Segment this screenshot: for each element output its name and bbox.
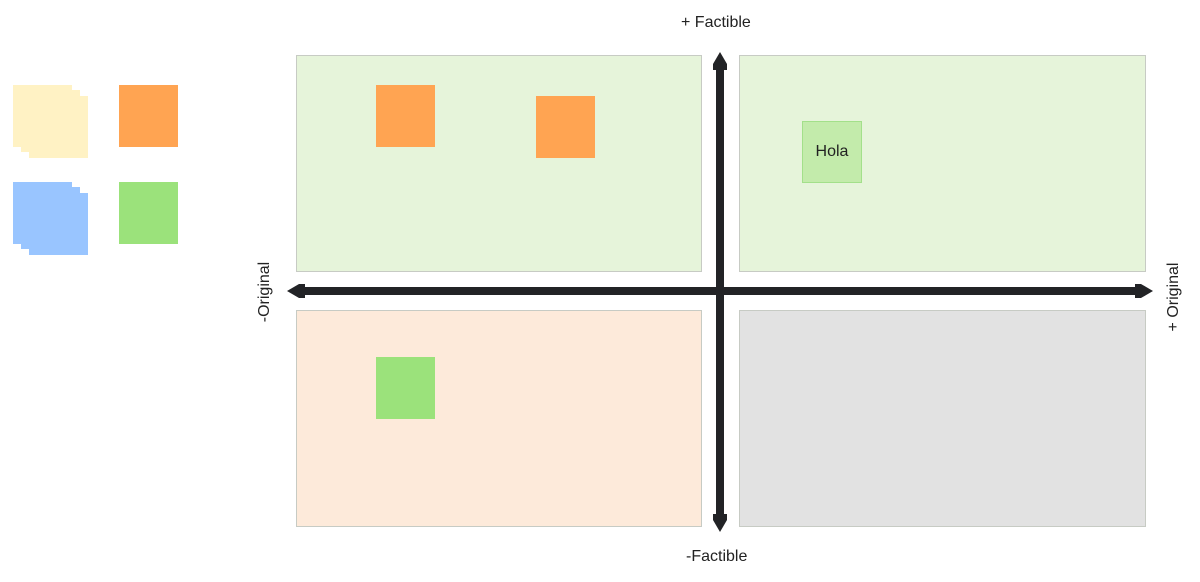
quadrant-bottom-right [739,310,1146,527]
green-sticky[interactable] [119,182,178,244]
yellow-sticky-stack[interactable] [13,85,89,158]
sticky-note-orange[interactable] [536,96,595,158]
quadrant-top-left [296,55,702,272]
axis-label-left: -Original [256,261,273,323]
sticky-note-orange[interactable] [376,85,435,147]
axis-label-bottom: -Factible [686,548,748,565]
sticky-sheet [13,182,72,244]
axis-label-top: + Factible [681,14,751,31]
orange-sticky[interactable] [119,85,178,147]
sticky-note-hola[interactable]: Hola [802,121,862,183]
sticky-sheet [13,85,72,147]
axis-label-right: + Original [1165,262,1182,332]
sticky-note-green[interactable] [376,357,435,419]
quadrant-bottom-left [296,310,702,527]
blue-sticky-stack[interactable] [13,182,89,255]
horizontal-axis-arrow [287,284,1153,298]
